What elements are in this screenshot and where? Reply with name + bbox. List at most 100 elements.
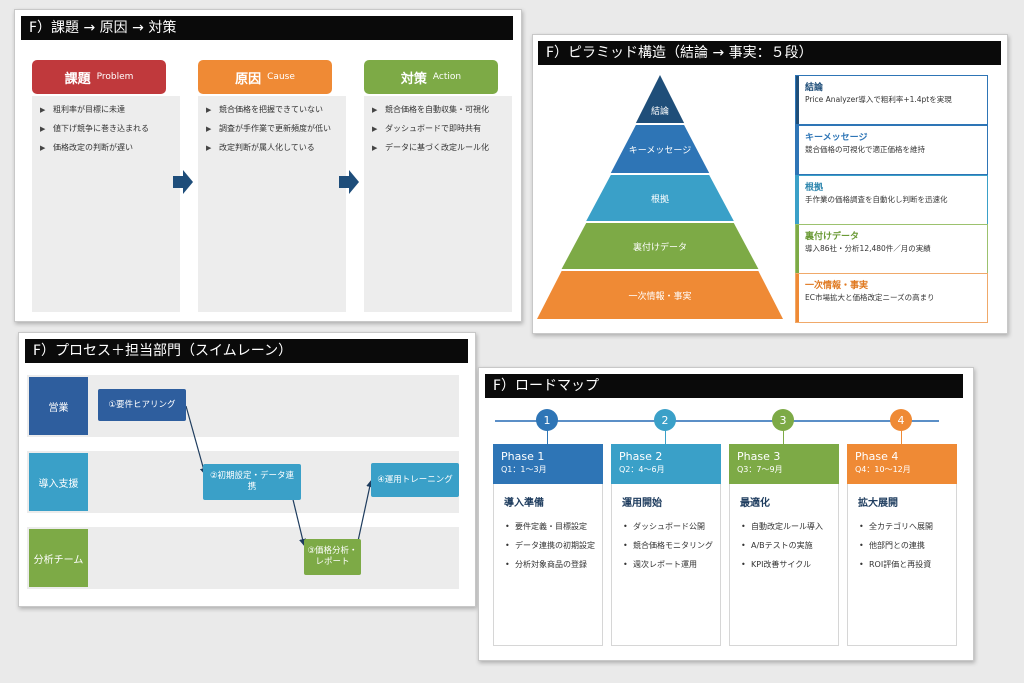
flow-arrow-shaft bbox=[173, 176, 183, 188]
timeline-tick bbox=[547, 430, 548, 444]
pyramid-note-3: 根拠 手作業の価格調査を自動化し判断を迅速化 bbox=[795, 175, 988, 225]
pyramid-note-5: 一次情報・事実 EC市場拡大と価格改定ニーズの高まり bbox=[795, 273, 988, 323]
lane-label: 導入支援 bbox=[29, 453, 88, 511]
phase-period: Q3：7〜9月 bbox=[737, 465, 783, 474]
note-title: 裏付けデータ bbox=[805, 232, 860, 242]
note-text: 競合価格の可視化で適正価格を維持 bbox=[805, 145, 925, 154]
slide-title: F）ピラミッド構造（結論 → 事実：５段） bbox=[538, 41, 1001, 65]
list-item: 改定判断が属人化している bbox=[206, 142, 340, 154]
action-header: 対策 Action bbox=[364, 60, 498, 94]
problem-list: 粗利率が目標に未達 値下げ競争に巻き込まれる 価格改定の判断が遅い bbox=[32, 96, 180, 312]
process-step-4: ④運用トレーニング bbox=[371, 463, 459, 497]
flow-arrow-icon bbox=[349, 170, 359, 194]
lane-analytics bbox=[27, 527, 459, 589]
flow-arrow-icon bbox=[183, 170, 193, 194]
note-text: 導入86社・分析12,480件／月の実績 bbox=[805, 244, 931, 253]
list-item: KPI改善サイクル bbox=[740, 559, 838, 571]
pyramid-label: キーメッセージ bbox=[628, 145, 692, 156]
phase-header-2: Phase 2 Q2：4〜6月 bbox=[611, 444, 721, 484]
list-item: A/Bテストの実施 bbox=[740, 540, 838, 552]
note-text: 手作業の価格調査を自動化し判断を迅速化 bbox=[805, 195, 948, 204]
process-step-3: ③価格分析・レポート bbox=[304, 539, 361, 575]
cause-list: 競合価格を把握できていない 調査が手作業で更新頻度が低い 改定判断が属人化してい… bbox=[198, 96, 346, 312]
flow-arrow-shaft bbox=[339, 176, 349, 188]
phase-number-1: 1 bbox=[536, 409, 558, 431]
phase-name: Phase 4 bbox=[855, 450, 899, 463]
list-item: 値下げ競争に巻き込まれる bbox=[40, 123, 174, 135]
column-title: 原因 bbox=[235, 71, 262, 87]
note-title: 根拠 bbox=[805, 183, 824, 193]
list-item: データに基づく改定ルール化 bbox=[372, 142, 506, 154]
phase-header-1: Phase 1 Q1：1〜3月 bbox=[493, 444, 603, 484]
note-text: EC市場拡大と価格改定ニーズの高まり bbox=[805, 293, 935, 302]
list-item: 分析対象商品の登録 bbox=[504, 559, 602, 571]
phase-period: Q4：10〜12月 bbox=[855, 465, 911, 474]
phase-title: 拡大展開 bbox=[858, 498, 898, 509]
list-item: データ連携の初期設定 bbox=[504, 540, 602, 552]
pyramid-note-2: キーメッセージ 競合価格の可視化で適正価格を維持 bbox=[795, 125, 988, 175]
slide-pyramid: F）ピラミッド構造（結論 → 事実：５段） 結論 キーメッセージ 根拠 裏付けデ… bbox=[532, 34, 1008, 334]
pyramid-level-2: キーメッセージ bbox=[610, 125, 710, 173]
pyramid-level-1: 結論 bbox=[635, 75, 685, 123]
list-item: 他部門との連携 bbox=[858, 540, 956, 552]
column-title: 対策 bbox=[400, 71, 427, 87]
note-text: Price Analyzer導入で粗利率+1.4ptを実現 bbox=[805, 95, 952, 104]
phase-title: 運用開始 bbox=[622, 498, 662, 509]
phase-header-3: Phase 3 Q3：7〜9月 bbox=[729, 444, 839, 484]
slide-problem-cause-action: F）課題 → 原因 → 対策 課題 Problem 粗利率が目標に未達 値下げ競… bbox=[14, 9, 522, 322]
slide-title: F）プロセス＋担当部門（スイムレーン） bbox=[25, 339, 468, 363]
action-list: 競合価格を自動収集・可視化 ダッシュボードで即時共有 データに基づく改定ルール化 bbox=[364, 96, 512, 312]
phase-body-3: 最適化 自動改定ルール導入 A/Bテストの実施 KPI改善サイクル bbox=[729, 484, 839, 646]
pyramid-label: 一次情報・事実 bbox=[628, 291, 692, 302]
phase-period: Q2：4〜6月 bbox=[619, 465, 665, 474]
phase-body-4: 拡大展開 全カテゴリへ展開 他部門との連携 ROI評価と再投資 bbox=[847, 484, 957, 646]
pyramid-note-4: 裏付けデータ 導入86社・分析12,480件／月の実績 bbox=[795, 224, 988, 274]
phase-number-4: 4 bbox=[890, 409, 912, 431]
column-title: 課題 bbox=[64, 71, 91, 87]
lane-label: 営業 bbox=[29, 377, 88, 435]
timeline-tick bbox=[901, 430, 902, 444]
process-step-2: ②初期設定・データ連携 bbox=[203, 464, 301, 500]
connector-arrow bbox=[185, 405, 207, 476]
list-item: 要件定義・目標設定 bbox=[504, 521, 602, 533]
list-item: 全カテゴリへ展開 bbox=[858, 521, 956, 533]
timeline-tick bbox=[783, 430, 784, 444]
pyramid-note-1: 結論 Price Analyzer導入で粗利率+1.4ptを実現 bbox=[795, 75, 988, 125]
list-item: 価格改定の判断が遅い bbox=[40, 142, 174, 154]
pyramid-label: 裏付けデータ bbox=[632, 242, 687, 253]
list-item: 競合価格を把握できていない bbox=[206, 104, 340, 116]
process-step-1: ①要件ヒアリング bbox=[98, 389, 186, 421]
slide-title: F）ロードマップ bbox=[485, 374, 963, 398]
pyramid-label: 結論 bbox=[650, 106, 669, 117]
pyramid-label: 根拠 bbox=[650, 194, 669, 205]
note-title: キーメッセージ bbox=[805, 133, 868, 143]
pyramid-level-4: 裏付けデータ bbox=[561, 223, 759, 269]
slide-swimlane: F）プロセス＋担当部門（スイムレーン） 営業 導入支援 分析チーム ①要件ヒアリ… bbox=[18, 332, 476, 607]
cause-header: 原因 Cause bbox=[198, 60, 332, 94]
pyramid-level-3: 根拠 bbox=[586, 175, 734, 221]
phase-title: 最適化 bbox=[740, 498, 770, 509]
column-subtitle: Cause bbox=[267, 72, 295, 82]
slide-roadmap: F）ロードマップ 1 Phase 1 Q1：1〜3月 導入準備 要件定義・目標設… bbox=[478, 367, 974, 661]
column-subtitle: Action bbox=[432, 72, 462, 82]
phase-body-1: 導入準備 要件定義・目標設定 データ連携の初期設定 分析対象商品の登録 bbox=[493, 484, 603, 646]
list-item: ダッシュボード公開 bbox=[622, 521, 720, 533]
phase-name: Phase 1 bbox=[501, 450, 545, 463]
note-title: 結論 bbox=[805, 83, 824, 93]
list-item: ROI評価と再投資 bbox=[858, 559, 956, 571]
phase-number-2: 2 bbox=[654, 409, 676, 431]
list-item: 調査が手作業で更新頻度が低い bbox=[206, 123, 340, 135]
phase-title: 導入準備 bbox=[504, 498, 544, 509]
timeline-tick bbox=[665, 430, 666, 444]
phase-period: Q1：1〜3月 bbox=[501, 465, 547, 474]
list-item: 週次レポート運用 bbox=[622, 559, 720, 571]
list-item: 競合価格モニタリング bbox=[622, 540, 720, 552]
phase-name: Phase 3 bbox=[737, 450, 781, 463]
column-subtitle: Problem bbox=[96, 72, 134, 82]
lane-label: 分析チーム bbox=[29, 529, 88, 587]
problem-header: 課題 Problem bbox=[32, 60, 166, 94]
phase-name: Phase 2 bbox=[619, 450, 663, 463]
list-item: 自動改定ルール導入 bbox=[740, 521, 838, 533]
phase-header-4: Phase 4 Q4：10〜12月 bbox=[847, 444, 957, 484]
note-title: 一次情報・事実 bbox=[805, 281, 869, 291]
